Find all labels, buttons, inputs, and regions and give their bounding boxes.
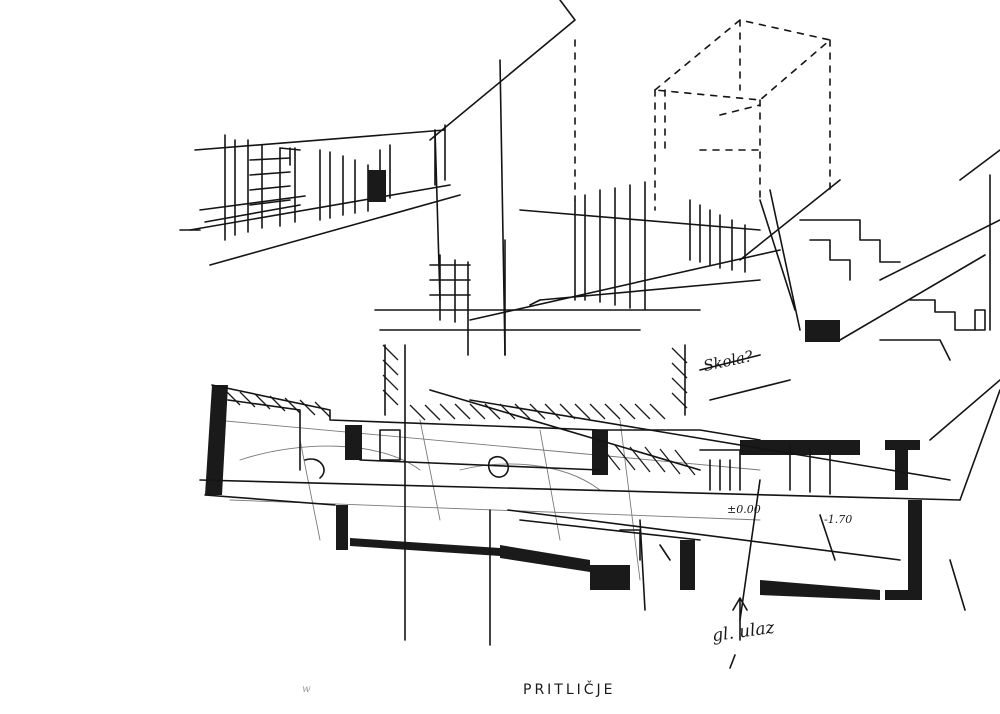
- level-dimension-left: ±0.00: [727, 503, 761, 516]
- corner-mark: w: [302, 684, 311, 695]
- plan-title: PRITLIČJE: [523, 682, 616, 698]
- floor-plan: [199, 344, 961, 669]
- hatched-walls: [224, 344, 696, 476]
- level-dimension-right: -1.70: [824, 513, 853, 526]
- perspective-sketch-left: [189, 124, 461, 266]
- perspective-sketch-right: [374, 0, 1000, 361]
- construction-lines: [179, 149, 1000, 611]
